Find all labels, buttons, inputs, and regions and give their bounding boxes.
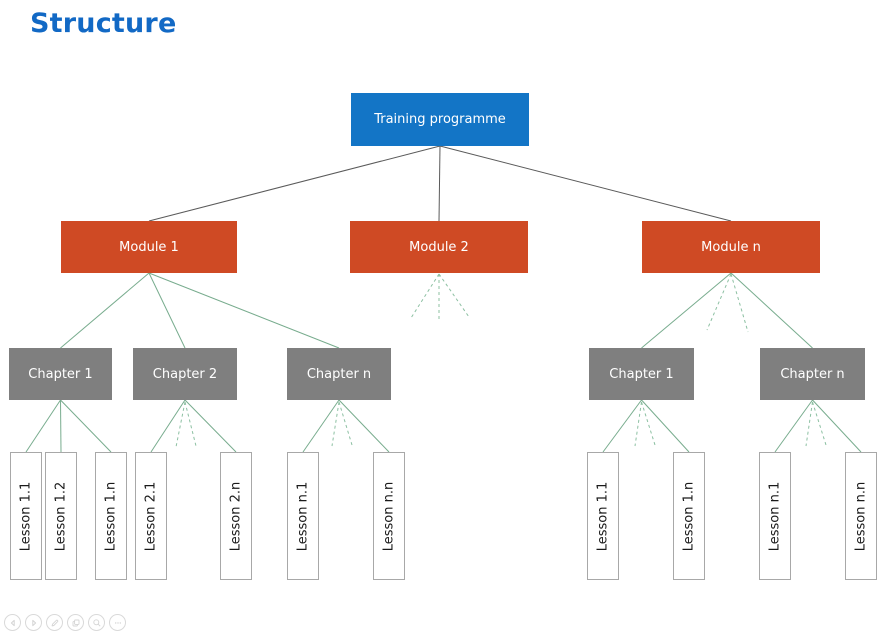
- node-label: Chapter n: [306, 366, 372, 382]
- node-lesson-n-1: Lesson n.1: [287, 452, 319, 580]
- node-label: Lesson n.n: [381, 481, 397, 551]
- node-label: Chapter 2: [152, 366, 218, 382]
- node-training-programme: Training programme: [351, 93, 529, 146]
- magnifier-icon: [92, 618, 102, 628]
- node-label: Lesson 1.2: [53, 481, 69, 551]
- node-chapter-1-module-1: Chapter 1: [9, 348, 112, 400]
- node-label: Lesson 1.1: [595, 481, 611, 551]
- node-label: Module 2: [409, 239, 469, 255]
- page-title: Structure: [30, 8, 177, 39]
- node-lesson-2-1: Lesson 2.1: [135, 452, 167, 580]
- node-label: Lesson n.1: [295, 481, 311, 551]
- back-button[interactable]: [4, 614, 21, 631]
- node-chapter-n-module-1: Chapter n: [287, 348, 391, 400]
- node-module-2: Module 2: [350, 221, 528, 273]
- node-label: Training programme: [374, 112, 506, 127]
- node-lesson-n-n: Lesson n.n: [373, 452, 405, 580]
- node-module-1: Module 1: [61, 221, 237, 273]
- node-label: Module n: [701, 239, 761, 255]
- zoom-button[interactable]: [88, 614, 105, 631]
- node-chapter-1-module-n: Chapter 1: [589, 348, 694, 400]
- node-lesson-2-n: Lesson 2.n: [220, 452, 252, 580]
- node-label: Chapter 1: [609, 366, 674, 382]
- node-label: Lesson 2.1: [143, 481, 159, 551]
- node-label: Lesson 1.n: [103, 481, 119, 551]
- node-lesson-n-1-right: Lesson n.1: [759, 452, 791, 580]
- pencil-icon: [50, 618, 60, 628]
- node-label: Lesson 1.n: [681, 481, 697, 551]
- node-label: Lesson n.n: [853, 481, 869, 551]
- node-chapter-2-module-1: Chapter 2: [133, 348, 237, 400]
- ellipsis-icon: [113, 618, 123, 628]
- chevron-left-icon: [8, 618, 18, 628]
- chevron-right-icon: [29, 618, 39, 628]
- node-lesson-1-1-right: Lesson 1.1: [587, 452, 619, 580]
- node-label: Chapter 1: [28, 366, 93, 382]
- node-lesson-n-n-right: Lesson n.n: [845, 452, 877, 580]
- node-label: Chapter n: [780, 366, 845, 382]
- node-label: Lesson 2.n: [228, 481, 244, 551]
- node-chapter-n-module-n: Chapter n: [760, 348, 865, 400]
- node-label: Lesson 1.1: [18, 481, 34, 551]
- node-label: Module 1: [119, 239, 179, 255]
- node-module-n: Module n: [642, 221, 820, 273]
- diagram-toolbar: [4, 614, 126, 631]
- node-lesson-1-1: Lesson 1.1: [10, 452, 42, 580]
- copy-icon: [71, 618, 81, 628]
- forward-button[interactable]: [25, 614, 42, 631]
- node-lesson-1-2: Lesson 1.2: [45, 452, 77, 580]
- node-label: Lesson n.1: [767, 481, 783, 551]
- edit-button[interactable]: [46, 614, 63, 631]
- node-lesson-1-n: Lesson 1.n: [95, 452, 127, 580]
- node-lesson-1-n-right: Lesson 1.n: [673, 452, 705, 580]
- copy-button[interactable]: [67, 614, 84, 631]
- more-button[interactable]: [109, 614, 126, 631]
